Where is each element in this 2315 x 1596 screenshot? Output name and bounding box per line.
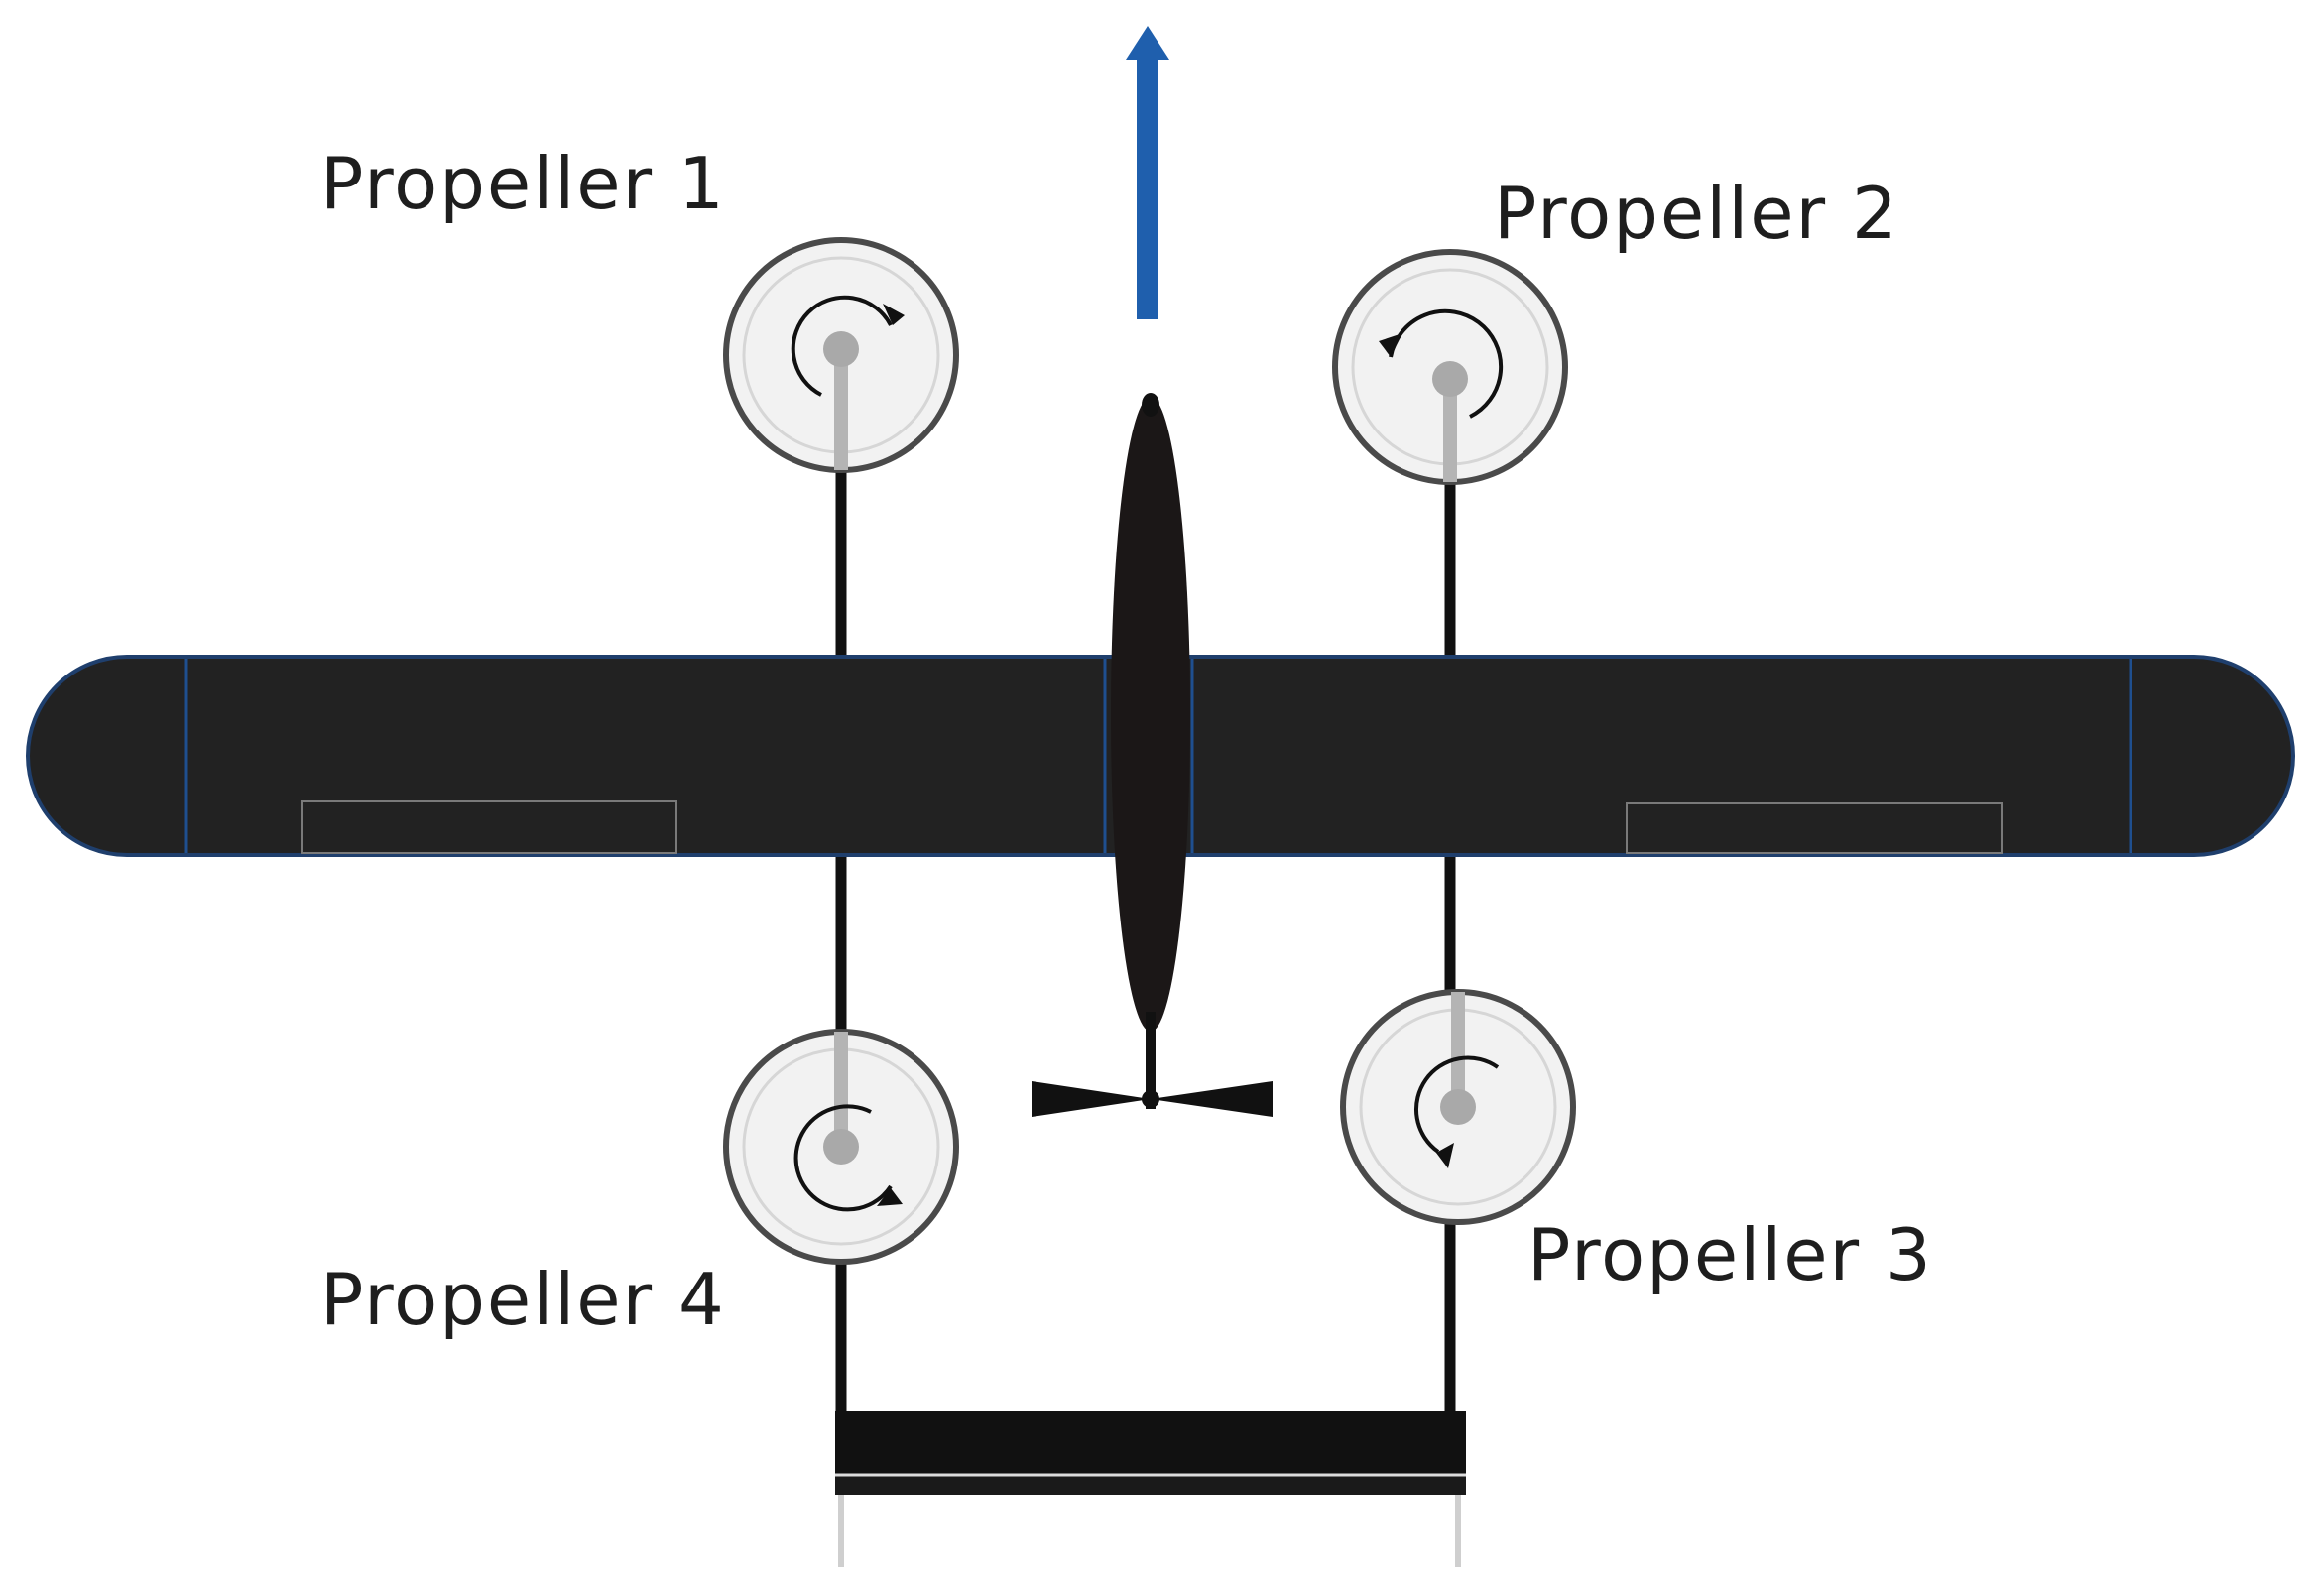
propeller-hub	[823, 331, 859, 367]
rotation-arrowhead-icon	[1379, 333, 1402, 357]
rotate-clockwise-icon	[791, 295, 893, 397]
left-aileron	[301, 800, 677, 854]
rotate-clockwise-icon	[793, 1104, 893, 1212]
propeller-1-label: Propeller 1	[320, 142, 726, 225]
forward-direction-arrow	[1126, 26, 1169, 319]
propeller-2	[1332, 249, 1568, 485]
rotate-counterclockwise-icon	[1389, 308, 1504, 419]
propeller-hub	[1432, 361, 1468, 397]
tail-bar	[835, 1411, 1466, 1495]
propeller-3-label: Propeller 3	[1527, 1213, 1933, 1296]
propeller-3	[1340, 989, 1576, 1225]
propellers	[723, 237, 1576, 1265]
fuselage	[1111, 393, 1190, 1109]
rotate-counterclockwise-icon	[1414, 1055, 1500, 1154]
rotation-arrowhead-icon	[877, 1188, 903, 1206]
propeller-1	[723, 237, 959, 473]
rotation-arrowhead-icon	[1436, 1143, 1454, 1168]
propeller-4	[723, 1029, 959, 1265]
propeller-hub	[823, 1129, 859, 1165]
propeller-4-label: Propeller 4	[320, 1258, 726, 1341]
propeller-2-label: Propeller 2	[1494, 172, 1899, 255]
rotation-arrowhead-icon	[883, 304, 905, 325]
pusher-propeller	[1032, 1081, 1273, 1117]
right-aileron	[1626, 802, 2003, 854]
propeller-hub	[1440, 1089, 1476, 1125]
